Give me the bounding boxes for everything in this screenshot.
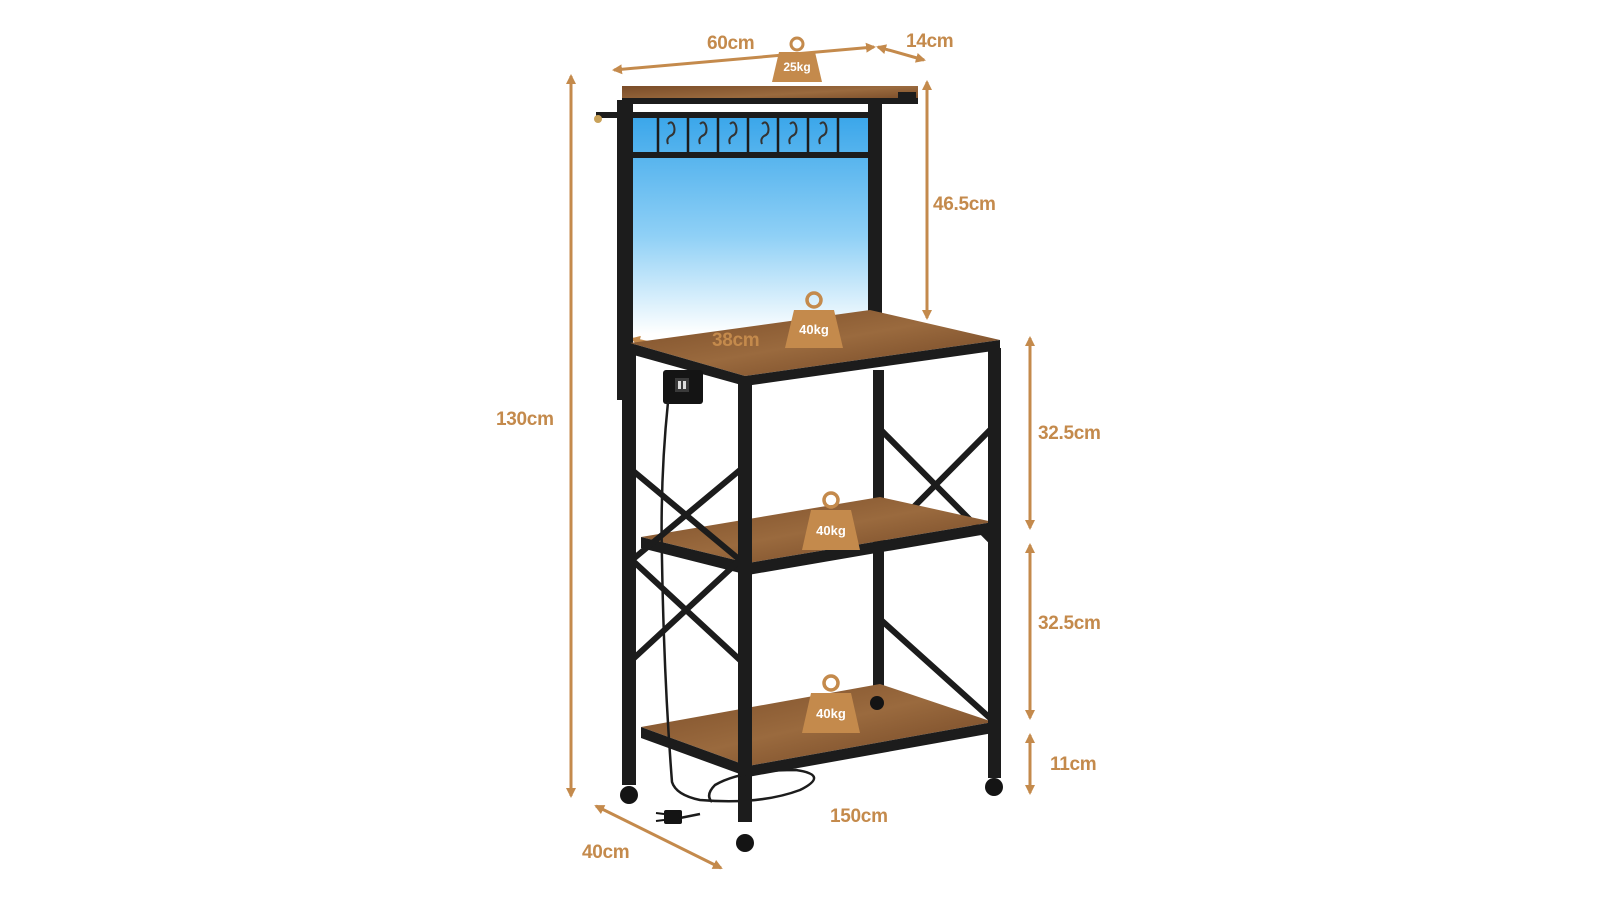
caster-wheels xyxy=(620,696,1003,852)
plug-icon xyxy=(664,810,682,824)
side-hook-bar xyxy=(594,112,620,123)
weight-badge-top: 25kg xyxy=(772,36,822,82)
dim-label-top-depth: 14cm xyxy=(906,31,954,52)
weight-label-work-surface: 40kg xyxy=(799,322,829,337)
dim-label-hutch-height: 46.5cm xyxy=(933,194,996,215)
weight-badge-work-surface: 40kg xyxy=(785,291,843,348)
dim-label-cord-length: 150cm xyxy=(830,806,888,827)
led-light-panel xyxy=(633,116,868,334)
weight-badge-bottom: 40kg xyxy=(802,674,860,733)
side-x-brace xyxy=(629,467,743,663)
weight-label-top: 25kg xyxy=(783,60,810,74)
front-legs xyxy=(622,348,1001,822)
top-shelf xyxy=(622,86,918,104)
dim-label-total-height: 130cm xyxy=(496,409,554,430)
hook-rail xyxy=(628,112,876,158)
dim-label-base-depth: 40cm xyxy=(582,842,630,863)
dim-label-top-width: 60cm xyxy=(707,33,755,54)
dim-label-shelf-gap-2: 32.5cm xyxy=(1038,613,1101,634)
s-hooks xyxy=(666,121,828,145)
power-cord xyxy=(655,401,816,824)
weight-badge-middle: 40kg xyxy=(802,491,860,550)
back-x-brace xyxy=(878,427,993,721)
base-depth-line xyxy=(594,804,723,870)
top-width-line xyxy=(612,42,876,75)
weight-label-bottom: 40kg xyxy=(816,706,846,721)
dim-label-bottom-clearance: 11cm xyxy=(1050,754,1097,775)
weight-label-middle: 40kg xyxy=(816,523,846,538)
power-outlet-box xyxy=(663,370,703,404)
top-depth-line xyxy=(876,44,926,63)
dim-label-shelf-depth: 38cm xyxy=(712,330,760,351)
dim-label-shelf-gap-1: 32.5cm xyxy=(1038,423,1101,444)
